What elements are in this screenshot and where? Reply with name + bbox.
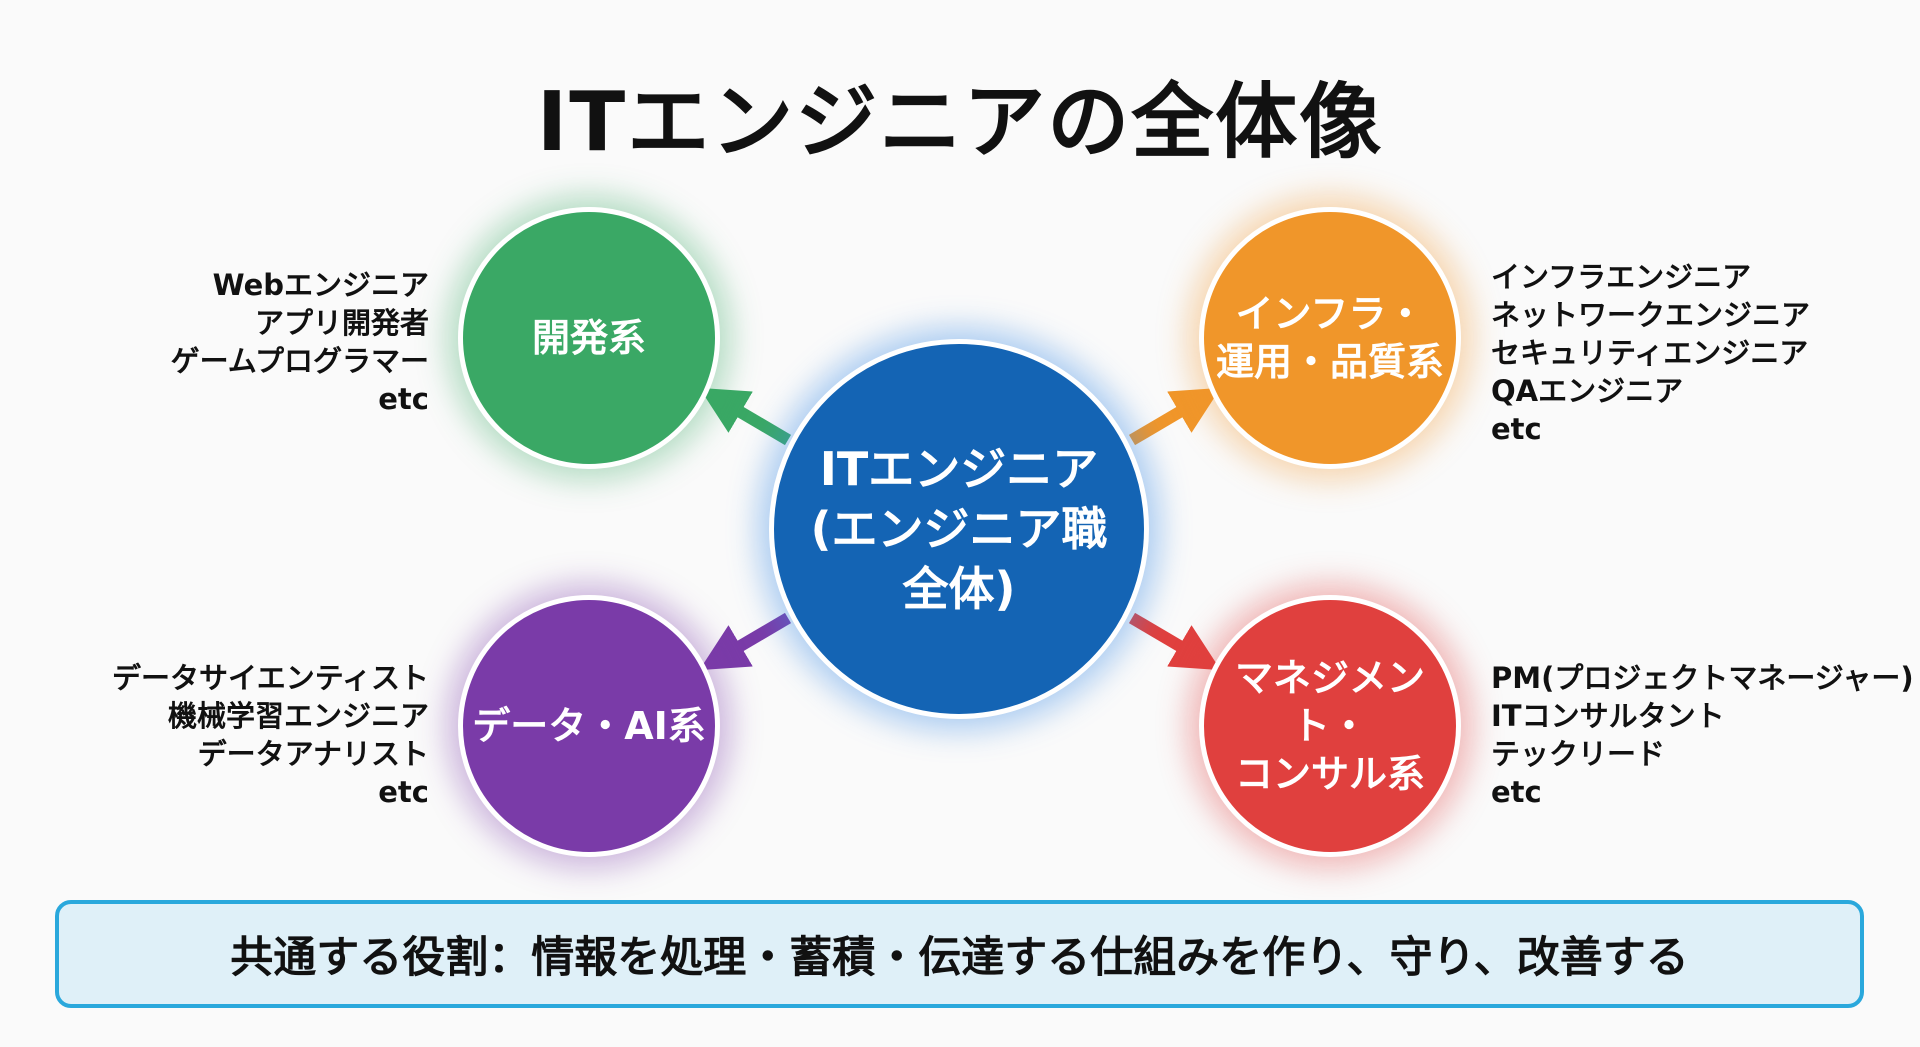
list-item: QAエンジニア <box>1491 374 1684 408</box>
list-item: etc <box>378 382 429 416</box>
list-item: etc <box>1491 412 1542 446</box>
list-item: etc <box>378 775 429 809</box>
center-label: 全体) <box>902 562 1016 616</box>
arrow-to-dev <box>699 387 792 446</box>
common-role-text: 共通する役割：情報を処理・蓄積・伝達する仕組みを作り、守り、改善する <box>230 933 1689 983</box>
dev-job-list: Webエンジニア アプリ開発者 ゲームプログラマー etc <box>171 266 429 418</box>
infra-job-list: インフラエンジニア ネットワークエンジニア セキュリティエンジニア QAエンジニ… <box>1491 258 1810 448</box>
center-label: (エンジニア職 <box>810 502 1108 556</box>
category-circle-data-ai: データ・AI系 <box>458 595 720 857</box>
list-item: PM(プロジェクトマネージャー) <box>1491 661 1914 695</box>
arrow-to-infra <box>1128 387 1221 446</box>
management-job-list: PM(プロジェクトマネージャー) ITコンサルタント テックリード etc <box>1491 659 1914 811</box>
category-circle-dev: 開発系 <box>458 207 720 469</box>
list-item: データサイエンティスト <box>112 661 429 695</box>
arrow-to-mgmt <box>1128 612 1221 671</box>
arrow-to-data <box>699 612 792 671</box>
list-item: ゲームプログラマー <box>170 344 429 378</box>
category-label: コンサル系 <box>1234 752 1425 796</box>
center-label: ITエンジニア <box>819 442 1099 496</box>
list-item: Webエンジニア <box>212 268 429 302</box>
page-title: ITエンジニアの全体像 <box>536 75 1384 170</box>
category-label: マネジメント・ <box>1234 656 1425 748</box>
list-item: データアナリスト <box>197 737 429 771</box>
center-circle: ITエンジニア (エンジニア職 全体) <box>769 339 1149 719</box>
list-item: セキュリティエンジニア <box>1491 336 1809 370</box>
list-item: テックリード <box>1491 737 1666 771</box>
list-item: アプリ開発者 <box>254 306 429 340</box>
list-item: 機械学習エンジニア <box>167 699 429 733</box>
list-item: etc <box>1491 775 1542 809</box>
category-label: 運用・品質系 <box>1215 340 1444 384</box>
list-item: ITコンサルタント <box>1491 699 1725 733</box>
data-ai-job-list: データサイエンティスト 機械学習エンジニア データアナリスト etc <box>112 659 429 811</box>
common-role-banner: 共通する役割：情報を処理・蓄積・伝達する仕組みを作り、守り、改善する <box>55 900 1864 1008</box>
list-item: インフラエンジニア <box>1491 260 1752 294</box>
category-label: データ・AI系 <box>472 704 706 748</box>
category-circle-management: マネジメント・コンサル系 <box>1199 595 1461 857</box>
category-label: 開発系 <box>531 316 646 360</box>
category-circle-infra: インフラ・運用・品質系 <box>1199 207 1461 469</box>
list-item: ネットワークエンジニア <box>1491 298 1811 332</box>
category-label: インフラ・ <box>1235 292 1425 336</box>
